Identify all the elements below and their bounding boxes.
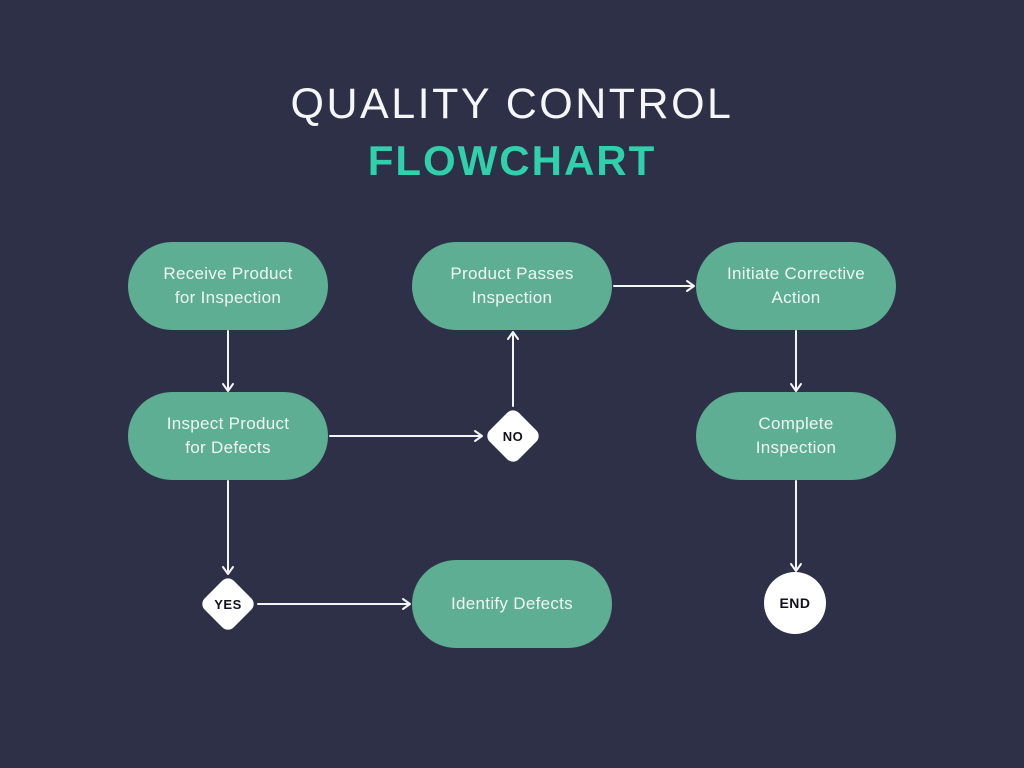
arrow-passes-to-corrective <box>613 280 695 292</box>
node-complete-inspection: Complete Inspection <box>696 392 896 480</box>
arrow-no-to-passes <box>507 331 519 407</box>
arrow-receive-to-inspect <box>222 330 234 392</box>
decision-yes-label: YES <box>214 596 242 612</box>
arrow-corrective-to-complete <box>790 330 802 392</box>
decision-no-label: NO <box>502 428 524 444</box>
node-identify-defects: Identify Defects <box>412 560 612 648</box>
node-initiate-corrective-action: Initiate Corrective Action <box>696 242 896 330</box>
decision-yes: YES <box>199 575 257 633</box>
node-receive-product: Receive Product for Inspection <box>128 242 328 330</box>
arrow-complete-to-end <box>790 480 802 572</box>
page-title: QUALITY CONTROL <box>290 80 734 128</box>
arrow-inspect-to-no <box>329 430 483 442</box>
terminal-end: END <box>764 572 826 634</box>
node-product-passes-inspection: Product Passes Inspection <box>412 242 612 330</box>
arrow-inspect-to-yes <box>222 480 234 575</box>
page-subtitle: FLOWCHART <box>367 137 657 184</box>
decision-no: NO <box>484 407 542 465</box>
node-inspect-product: Inspect Product for Defects <box>128 392 328 480</box>
arrow-yes-to-identify <box>257 598 411 610</box>
